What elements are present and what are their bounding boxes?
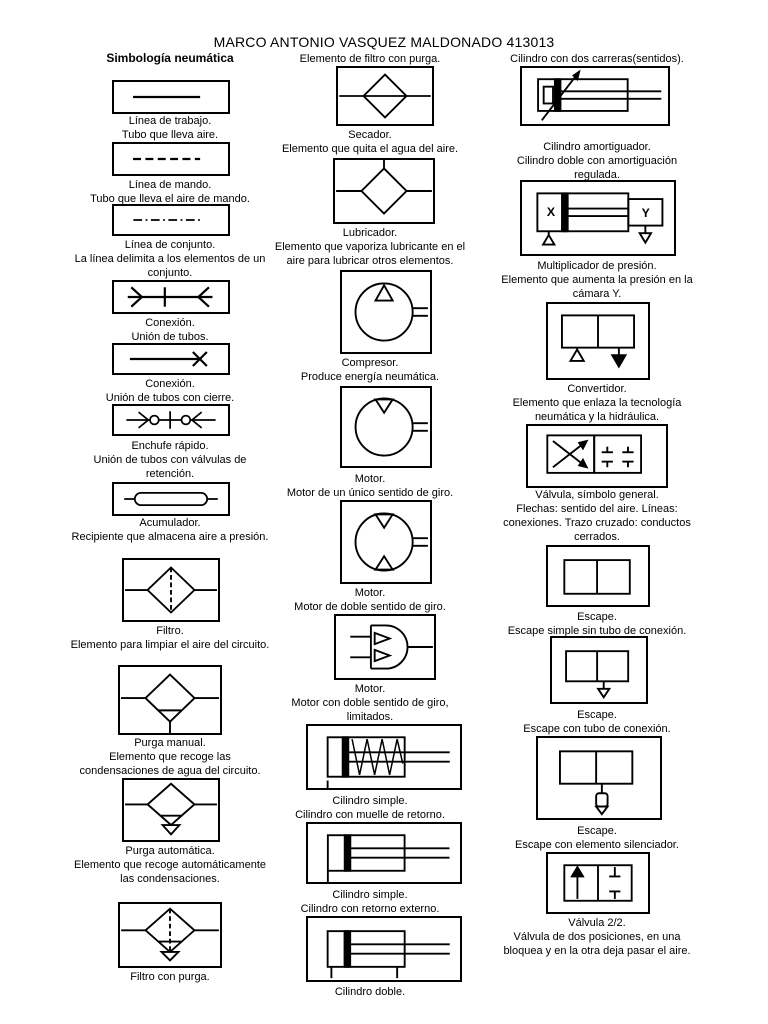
section-heading: Simbología neumática bbox=[106, 51, 234, 65]
caption-lubricator: Lubricador.Elemento que vaporiza lubrica… bbox=[274, 227, 466, 267]
caption-exhaust-with-tube: Escape.Escape con tubo de conexión. bbox=[523, 709, 671, 735]
caption-tube-junction: Conexión.Unión de tubos. bbox=[131, 317, 209, 343]
filter-symbol bbox=[122, 558, 220, 622]
tube-junction-symbol bbox=[112, 280, 230, 314]
caption-silenced-exhaust: Escape.Escape con elemento silenciador. bbox=[515, 825, 679, 851]
single-direction-motor-symbol bbox=[340, 386, 432, 468]
single-acting-spring-cylinder-symbol bbox=[306, 724, 462, 790]
silenced-exhaust-symbol bbox=[536, 736, 662, 820]
caption-filter: Filtro.Elemento para limpiar el aire del… bbox=[70, 625, 270, 651]
page-title: MARCO ANTONIO VASQUEZ MALDONADO 413013 bbox=[213, 34, 555, 50]
accumulator-symbol bbox=[112, 482, 230, 516]
two-two-valve-symbol bbox=[546, 852, 650, 914]
double-acting-cylinder-symbol bbox=[306, 916, 462, 982]
dryer-symbol bbox=[336, 66, 434, 126]
general-valve-symbol bbox=[526, 424, 668, 488]
caption-double-acting-cylinder: Cilindro doble. bbox=[334, 986, 406, 998]
double-direction-motor-symbol bbox=[340, 500, 432, 584]
caption-general-valve: Válvula, símbolo general.Flechas: sentid… bbox=[503, 489, 691, 543]
caption-automatic-drain: Purga automática.Elemento que recoge aut… bbox=[73, 845, 266, 885]
caption-filter-purge-element: Elemento de filtro con purga. bbox=[299, 53, 441, 65]
caption-filter-with-drain: Filtro con purga. bbox=[130, 971, 210, 983]
filter-with-drain-symbol bbox=[118, 902, 222, 968]
caption-manual-drain: Purga manual.Elemento que recoge las con… bbox=[79, 737, 261, 777]
caption-single-direction-motor: Motor.Motor de un único sentido de giro. bbox=[286, 473, 454, 499]
limited-rotation-motor-symbol bbox=[334, 614, 436, 680]
automatic-drain-symbol bbox=[122, 778, 220, 842]
caption-compressor: Compresor.Produce energía neumática. bbox=[300, 357, 440, 383]
caption-simple-exhaust: Escape.Escape simple sin tubo de conexió… bbox=[507, 611, 687, 637]
cushioned-cylinder-symbol bbox=[520, 66, 670, 126]
pressure-intensifier-symbol: X Y bbox=[520, 180, 676, 256]
single-acting-external-return-cylinder-symbol bbox=[306, 822, 462, 884]
caption-converter: Convertidor.Elemento que enlaza la tecno… bbox=[512, 383, 682, 423]
caption-closed-junction: Conexión.Unión de tubos con cierre. bbox=[105, 378, 235, 404]
caption-control-line: Línea de mando.Tubo que lleva el aire de… bbox=[90, 179, 250, 205]
lubricator-symbol bbox=[333, 158, 435, 224]
simple-exhaust-symbol bbox=[546, 545, 650, 607]
compressor-symbol bbox=[340, 270, 432, 354]
manual-drain-symbol bbox=[118, 665, 222, 735]
caption-double-direction-motor: Motor.Motor de doble sentido de giro. bbox=[294, 587, 446, 613]
caption-cushioned-cylinder: Cilindro amortiguador.Cilindro doble con… bbox=[516, 141, 678, 181]
caption-pressure-intensifier: Multiplicador de presión.Elemento que au… bbox=[501, 260, 693, 300]
control-line-symbol bbox=[112, 142, 230, 176]
work-line-symbol bbox=[112, 80, 230, 114]
caption-limited-rotation-motor: Motor.Motor con doble sentido de giro, l… bbox=[291, 683, 449, 723]
closed-junction-symbol bbox=[112, 343, 230, 375]
caption-quick-coupling: Enchufe rápido.Unión de tubos con válvul… bbox=[93, 440, 247, 480]
quick-coupling-symbol bbox=[112, 404, 230, 436]
chamber-x-label: X bbox=[547, 205, 556, 219]
caption-assembly-line: Línea de conjunto.La línea delimita a lo… bbox=[74, 239, 266, 279]
caption-double-stroke-cylinder: Cilindro con dos carreras(sentidos). bbox=[510, 53, 684, 65]
caption-work-line: Línea de trabajo.Tubo que lleva aire. bbox=[121, 115, 219, 141]
caption-dryer: Secador.Elemento que quita el agua del a… bbox=[281, 129, 459, 155]
exhaust-with-tube-symbol bbox=[550, 636, 648, 704]
converter-symbol bbox=[546, 302, 650, 380]
assembly-line-symbol bbox=[112, 204, 230, 236]
chamber-y-label: Y bbox=[642, 206, 650, 220]
caption-two-two-valve: Válvula 2/2.Válvula de dos posiciones, e… bbox=[503, 917, 691, 957]
caption-external-return-cylinder: Cilindro simple.Cilindro con retorno ext… bbox=[300, 889, 440, 915]
caption-spring-cylinder: Cilindro simple.Cilindro con muelle de r… bbox=[295, 795, 445, 821]
caption-accumulator: Acumulador.Recipiente que almacena aire … bbox=[71, 517, 269, 543]
